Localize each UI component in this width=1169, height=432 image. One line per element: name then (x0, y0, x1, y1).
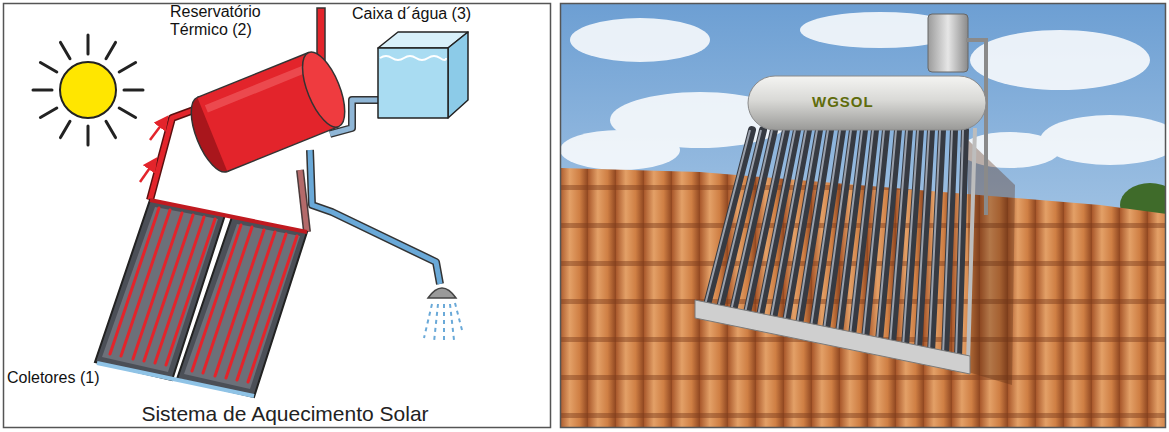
solar-collectors (110, 208, 159, 354)
pipes (300, 170, 307, 232)
clouds (561, 130, 680, 170)
photo (561, 4, 1165, 427)
water-tank (378, 48, 448, 118)
pipes (150, 120, 165, 140)
sun-symbol (106, 121, 116, 137)
part-label: Reservatório Térmico (2) (170, 3, 305, 40)
solar-collectors (121, 210, 170, 356)
pipes (140, 162, 154, 182)
solar-heater (928, 14, 968, 72)
solar-collectors (95, 200, 307, 397)
water-tank (378, 32, 468, 118)
shower-head (424, 288, 463, 344)
shower-head (450, 304, 454, 340)
thermal-reservoir (183, 46, 354, 177)
sun-symbol (33, 35, 143, 145)
caption: Sistema de Aquecimento Solar (141, 402, 428, 426)
sun-symbol (40, 108, 56, 118)
sun-symbol (87, 35, 90, 54)
sun-symbol (87, 126, 90, 145)
solar-collectors (97, 363, 254, 396)
pipes (310, 150, 440, 284)
sun-symbol (33, 89, 52, 92)
solar-heater (695, 14, 986, 374)
water-tank (448, 32, 468, 118)
sun-symbol (61, 42, 71, 58)
solar-heater (695, 300, 970, 374)
solar-heater (748, 76, 986, 130)
thermal-reservoir (205, 64, 310, 113)
water-tank (380, 56, 446, 60)
shower-head (424, 304, 432, 338)
clouds (970, 30, 1150, 90)
clouds (570, 18, 710, 62)
sun-symbol (61, 121, 71, 137)
photo-frame (561, 4, 1166, 428)
shower-head (443, 304, 445, 344)
part-label: Caixa d´água (3) (352, 5, 471, 23)
sun-symbol (106, 42, 116, 58)
panel-frame (4, 4, 551, 428)
solar-collectors (177, 217, 307, 397)
solar-collectors (144, 215, 193, 361)
clouds (1040, 115, 1165, 165)
pipes (310, 150, 440, 284)
sun-symbol (119, 63, 135, 73)
sun-symbol (119, 108, 135, 118)
thermal-reservoir (227, 127, 338, 172)
shower-head (455, 303, 463, 334)
sun-symbol (124, 89, 143, 92)
brand-text: WGSOL (812, 93, 874, 110)
part-label: Coletores (1) (7, 369, 99, 387)
shower-head (434, 304, 438, 342)
sun-symbol (40, 63, 56, 73)
solar-collectors (150, 200, 307, 232)
shower-head (428, 288, 456, 298)
sun-symbol (60, 62, 116, 118)
shower-head (424, 303, 463, 344)
thermal-reservoir (294, 46, 354, 132)
pipes (300, 170, 307, 232)
solar-heater (968, 128, 975, 362)
